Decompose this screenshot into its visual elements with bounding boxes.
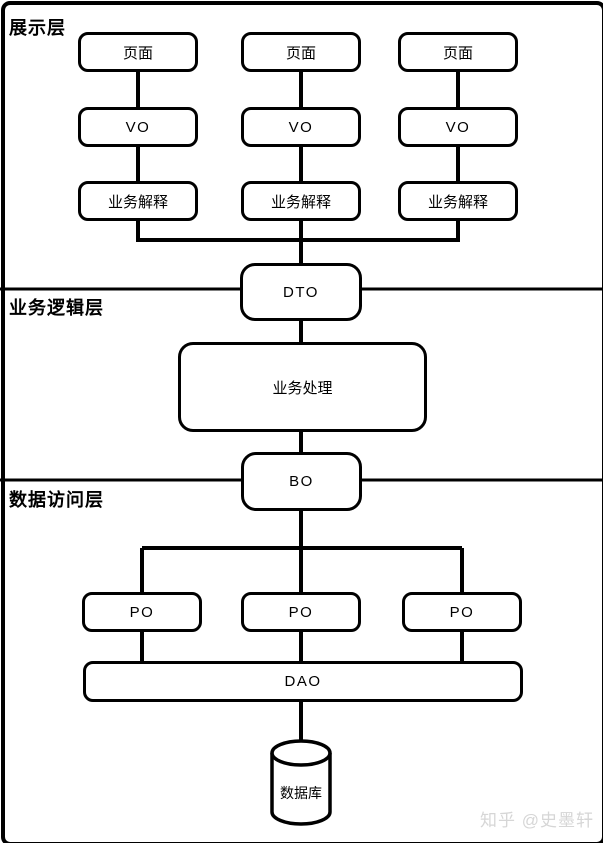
node-dto: DTO xyxy=(240,263,362,321)
layer-label-data-access: 数据访问层 xyxy=(9,490,104,510)
node-interpret-1: 业务解释 xyxy=(78,181,198,221)
node-vo-1: VO xyxy=(78,107,198,147)
layer-label-business: 业务逻辑层 xyxy=(9,298,104,318)
node-interpret-2: 业务解释 xyxy=(241,181,361,221)
node-dao: DAO xyxy=(83,661,523,702)
node-process: 业务处理 xyxy=(178,342,427,432)
node-vo-3: VO xyxy=(398,107,518,147)
node-po-2: PO xyxy=(241,592,361,632)
node-page-2: 页面 xyxy=(241,32,361,72)
database-cylinder-icon xyxy=(270,739,332,826)
node-po-1: PO xyxy=(82,592,202,632)
node-po-3: PO xyxy=(402,592,522,632)
node-vo-2: VO xyxy=(241,107,361,147)
node-page-1: 页面 xyxy=(78,32,198,72)
database-label: 数据库 xyxy=(280,785,322,801)
node-page-3: 页面 xyxy=(398,32,518,72)
node-bo: BO xyxy=(241,452,362,511)
layer-label-presentation: 展示层 xyxy=(9,18,66,38)
watermark: 知乎 @史墨轩 xyxy=(480,811,594,830)
node-interpret-3: 业务解释 xyxy=(398,181,518,221)
